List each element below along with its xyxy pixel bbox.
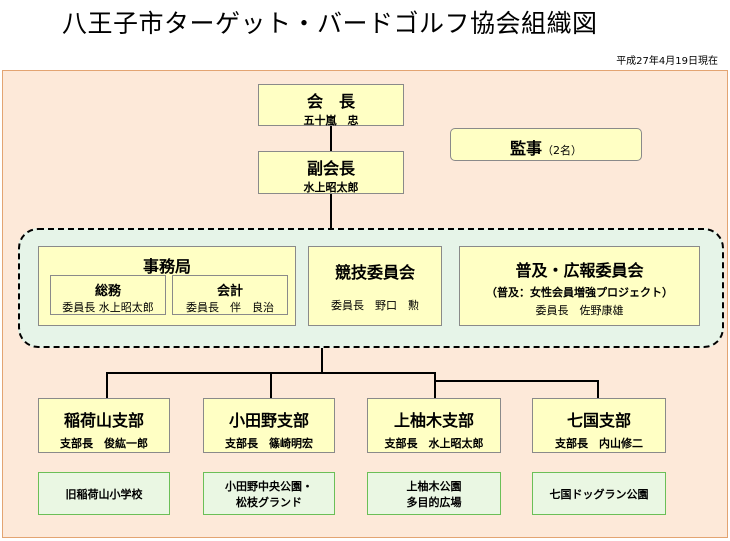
president-role: 会 長 <box>306 92 355 111</box>
connector-branch-3 <box>434 372 436 398</box>
connector-vice-group <box>330 194 332 229</box>
branch-venue-box: 小田野中央公園・ 松枝グランド <box>203 472 335 515</box>
branch-venue: 小田野中央公園・ 松枝グランド <box>225 479 313 509</box>
vice-president-name: 水上昭太郎 <box>303 181 359 194</box>
accounting-head: 委員長 伴 良治 <box>186 301 274 314</box>
page-title: 八王子市ターゲット・バードゴルフ協会組織図 <box>62 9 598 38</box>
competition-committee-head: 委員長 野口 勲 <box>331 299 419 312</box>
vice-president-box: 副会長 水上昭太郎 <box>258 151 404 194</box>
branch-venue: 旧稲荷山小学校 <box>65 487 143 501</box>
president-box: 会 長 五十嵐 忠 <box>258 84 404 127</box>
publicity-committee-name: 普及・広報委員会 <box>515 261 644 280</box>
auditor-box: 監事（2名） <box>450 128 642 161</box>
publicity-committee-box: 普及・広報委員会 （普及：女性会員増強プロジェクト） 委員長 佐野康雄 <box>459 246 700 326</box>
auditor-role: 監事 <box>509 139 542 158</box>
secretariat-name: 事務局 <box>142 257 191 276</box>
accounting-box: 会計 委員長 伴 良治 <box>172 275 288 315</box>
branch-venue: 七国ドッグラン公園 <box>549 487 649 501</box>
branch-name: 七国支部 <box>566 411 631 430</box>
connector-branch-4 <box>434 380 599 382</box>
branch-box: 稲荷山支部 支部長 俊紘一郎 <box>38 398 170 453</box>
branch-venue-box: 旧稲荷山小学校 <box>38 472 170 515</box>
publicity-committee-sub: （普及：女性会員増強プロジェクト） <box>486 286 673 299</box>
as-of-date: 平成27年4月19日現在 <box>616 56 718 67</box>
branch-name: 上柚木支部 <box>393 411 474 430</box>
general-affairs-box: 総務 委員長 水上昭太郎 <box>50 275 166 315</box>
connector-branch-2 <box>270 372 272 398</box>
branch-head: 支部長 俊紘一郎 <box>60 437 148 450</box>
general-affairs-head: 委員長 水上昭太郎 <box>62 301 154 314</box>
branch-head: 支部長 水上昭太郎 <box>384 437 484 450</box>
branch-name: 稲荷山支部 <box>63 411 144 430</box>
branch-box: 小田野支部 支部長 篠崎明宏 <box>203 398 335 453</box>
competition-committee-box: 競技委員会 委員長 野口 勲 <box>308 246 442 326</box>
accounting-name: 会計 <box>216 284 243 299</box>
branch-venue-box: 上柚木公園 多目的広場 <box>367 472 501 515</box>
auditor-note: （2名） <box>542 144 582 157</box>
branch-name: 小田野支部 <box>228 411 309 430</box>
branch-venue: 上柚木公園 多目的広場 <box>406 479 462 509</box>
connector-branch-1 <box>106 372 108 398</box>
vice-president-role: 副会長 <box>306 159 355 178</box>
president-name: 五十嵐 忠 <box>303 114 359 127</box>
branch-venue-box: 七国ドッグラン公園 <box>532 472 666 515</box>
competition-committee-name: 競技委員会 <box>334 263 415 282</box>
branch-box: 上柚木支部 支部長 水上昭太郎 <box>367 398 501 453</box>
general-affairs-name: 総務 <box>94 284 121 299</box>
connector-president-vice <box>330 126 332 151</box>
branch-head: 支部長 篠崎明宏 <box>225 437 313 450</box>
connector-branch-4-drop <box>597 380 599 398</box>
publicity-committee-head: 委員長 佐野康雄 <box>535 304 624 317</box>
connector-group-branches <box>321 348 323 373</box>
branch-box: 七国支部 支部長 内山修二 <box>532 398 666 453</box>
branch-head: 支部長 内山修二 <box>555 437 643 450</box>
